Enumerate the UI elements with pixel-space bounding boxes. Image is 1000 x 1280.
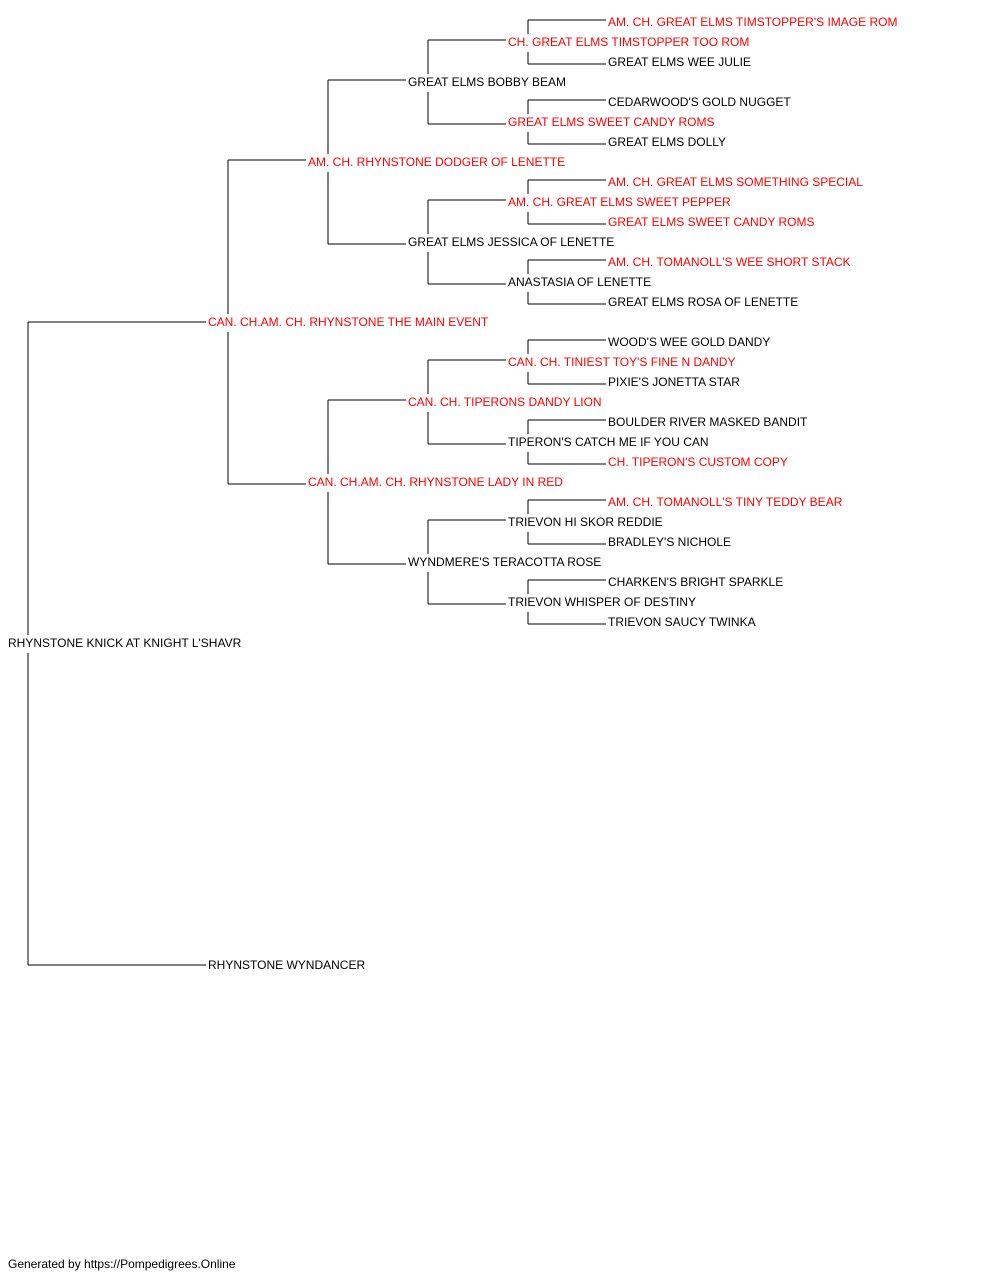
sire-name: AM. CH. TOMANOLL'S WEE SHORT STACK <box>606 255 853 269</box>
sire-name: CAN. CH. TINIEST TOY'S FINE N DANDY <box>506 355 738 369</box>
dam-name: PIXIE'S JONETTA STAR <box>606 375 742 389</box>
sire-name: CEDARWOOD'S GOLD NUGGET <box>606 95 793 109</box>
dam-name: ANASTASIA OF LENETTE <box>506 275 654 289</box>
sire-name: BOULDER RIVER MASKED BANDIT <box>606 415 810 429</box>
dam-name: CAN. CH.AM. CH. RHYNSTONE LADY IN RED <box>306 475 565 489</box>
sire-name: WOOD'S WEE GOLD DANDY <box>606 335 773 349</box>
dam-name: RHYNSTONE WYNDANCER <box>206 958 368 972</box>
sire-name: CHARKEN'S BRIGHT SPARKLE <box>606 575 786 589</box>
sire-name: CAN. CH.AM. CH. RHYNSTONE THE MAIN EVENT <box>206 315 491 329</box>
dam-name: GREAT ELMS WEE JULIE <box>606 55 753 69</box>
dam-name: WYNDMERE'S TERACOTTA ROSE <box>406 555 604 569</box>
sire-name: AM. CH. GREAT ELMS SOMETHING SPECIAL <box>606 175 865 189</box>
sire-name: CH. GREAT ELMS TIMSTOPPER TOO ROM <box>506 35 752 49</box>
dam-name: GREAT ELMS ROSA OF LENETTE <box>606 295 801 309</box>
dam-name: CH. TIPERON'S CUSTOM COPY <box>606 455 790 469</box>
generated-by-footer: Generated by https://Pompedigrees.Online <box>8 1257 236 1271</box>
dam-name: GREAT ELMS JESSICA OF LENETTE <box>406 235 617 249</box>
dam-name: TIPERON'S CATCH ME IF YOU CAN <box>506 435 711 449</box>
dam-name: GREAT ELMS SWEET CANDY ROMS <box>506 115 717 129</box>
subject-name: RHYNSTONE KNICK AT KNIGHT L'SHAVR <box>6 636 244 650</box>
sire-name: AM. CH. GREAT ELMS TIMSTOPPER'S IMAGE RO… <box>606 15 900 29</box>
sire-name: GREAT ELMS BOBBY BEAM <box>406 75 569 89</box>
sire-name: AM. CH. GREAT ELMS SWEET PEPPER <box>506 195 733 209</box>
sire-name: AM. CH. TOMANOLL'S TINY TEDDY BEAR <box>606 495 845 509</box>
sire-name: AM. CH. RHYNSTONE DODGER OF LENETTE <box>306 155 568 169</box>
sire-name: CAN. CH. TIPERONS DANDY LION <box>406 395 604 409</box>
dam-name: TRIEVON WHISPER OF DESTINY <box>506 595 699 609</box>
dam-name: TRIEVON SAUCY TWINKA <box>606 615 758 629</box>
sire-name: TRIEVON HI SKOR REDDIE <box>506 515 665 529</box>
dam-name: BRADLEY'S NICHOLE <box>606 535 733 549</box>
dam-name: GREAT ELMS SWEET CANDY ROMS <box>606 215 817 229</box>
dam-name: GREAT ELMS DOLLY <box>606 135 729 149</box>
